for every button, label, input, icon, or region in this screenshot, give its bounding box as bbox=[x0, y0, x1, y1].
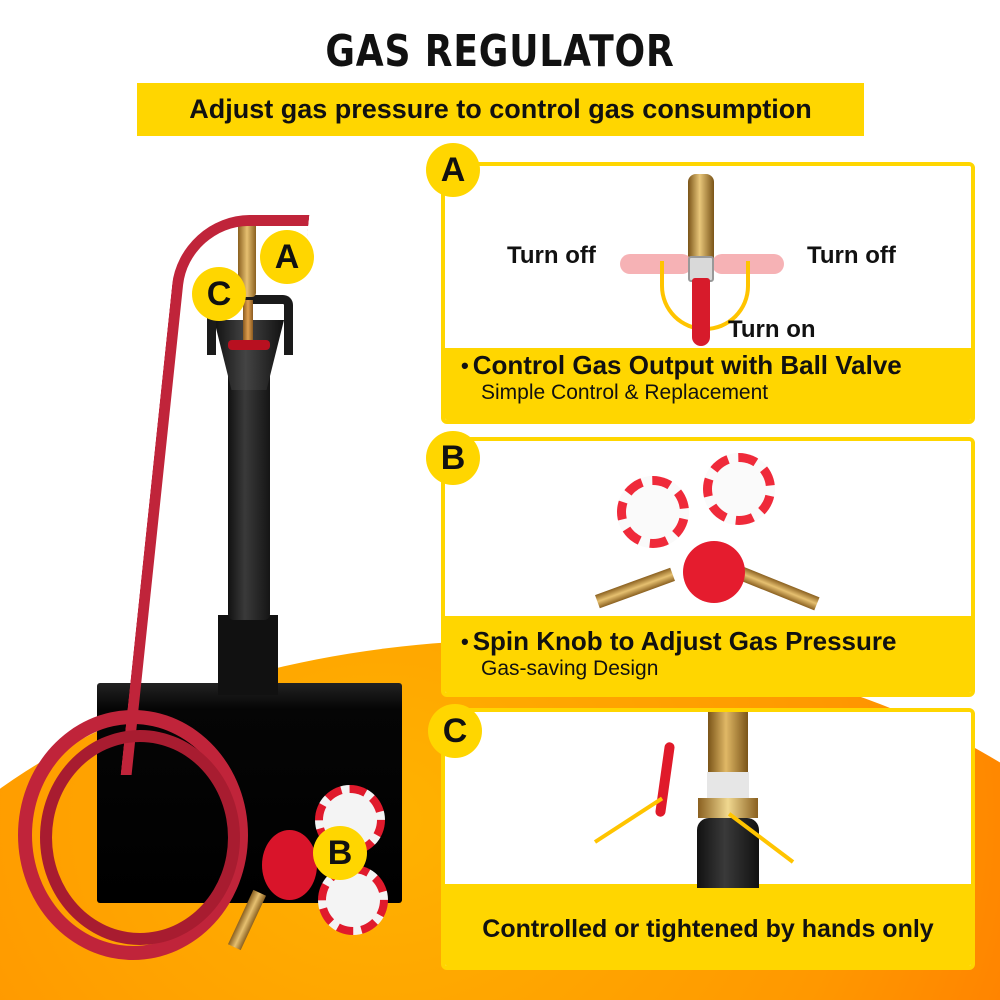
subtitle-banner: Adjust gas pressure to control gas consu… bbox=[137, 83, 864, 136]
regulator-gauge-right bbox=[703, 453, 775, 525]
regulator-inlet bbox=[595, 567, 675, 609]
regulator-image bbox=[445, 441, 971, 616]
bullet: • bbox=[461, 628, 469, 654]
valve-handle-on bbox=[692, 278, 710, 346]
burner-red-ring bbox=[228, 340, 270, 350]
adjustment-knob-icon bbox=[683, 541, 745, 603]
page-title: GAS REGULATOR bbox=[325, 26, 675, 77]
panel-a-caption: •Control Gas Output with Ball Valve Simp… bbox=[445, 348, 971, 420]
gas-hose-coil-inner bbox=[40, 730, 240, 945]
panel-b-caption: •Spin Knob to Adjust Gas Pressure Gas-sa… bbox=[445, 616, 971, 693]
panel-c-title: Controlled or tightened by hands only bbox=[482, 914, 934, 943]
panel-a-badge: A bbox=[426, 143, 480, 197]
brass-elbow-fitting bbox=[238, 222, 256, 297]
burner-yoke bbox=[207, 295, 293, 355]
arrow-pointer-icon bbox=[593, 796, 664, 844]
feature-panel-ball-valve: Turn off Turn off Turn on •Control Gas O… bbox=[441, 162, 975, 424]
panel-c-caption: Controlled or tightened by hands only bbox=[445, 884, 971, 966]
valve-joint-image bbox=[445, 712, 971, 888]
label-turn-off-left: Turn off bbox=[507, 242, 596, 269]
joint-thread-tape bbox=[707, 772, 749, 800]
feature-panel-hand-tightened: Controlled or tightened by hands only bbox=[441, 708, 975, 970]
regulator-gauge-left bbox=[617, 476, 689, 548]
joint-brass-valve bbox=[708, 712, 748, 772]
panel-b-subtitle: Gas-saving Design bbox=[481, 657, 659, 680]
label-turn-on: Turn on bbox=[728, 316, 816, 343]
panel-a-title: Control Gas Output with Ball Valve bbox=[472, 350, 902, 380]
feature-panel-regulator: •Spin Knob to Adjust Gas Pressure Gas-sa… bbox=[441, 437, 975, 697]
label-turn-off-right: Turn off bbox=[807, 242, 896, 269]
burner-nozzle-rod bbox=[243, 300, 253, 345]
joint-valve-handle bbox=[654, 741, 676, 818]
valve-brass-body bbox=[688, 174, 714, 264]
panel-b-badge: B bbox=[426, 431, 480, 485]
regulator-body bbox=[262, 830, 317, 900]
regulator-outlet bbox=[735, 565, 820, 611]
burner-pipe bbox=[228, 360, 270, 620]
panel-b-title: Spin Knob to Adjust Gas Pressure bbox=[472, 626, 897, 656]
bullet: • bbox=[461, 352, 469, 378]
panel-a-subtitle: Simple Control & Replacement bbox=[481, 381, 769, 404]
burner-collar bbox=[218, 615, 278, 695]
joint-nut bbox=[698, 798, 758, 818]
callout-badge-b: B bbox=[313, 826, 367, 880]
panel-c-badge: C bbox=[428, 704, 482, 758]
ball-valve-image: Turn off Turn off Turn on bbox=[445, 166, 971, 348]
callout-badge-a: A bbox=[260, 230, 314, 284]
callout-badge-c: C bbox=[192, 267, 246, 321]
subtitle-text: Adjust gas pressure to control gas consu… bbox=[189, 94, 812, 124]
